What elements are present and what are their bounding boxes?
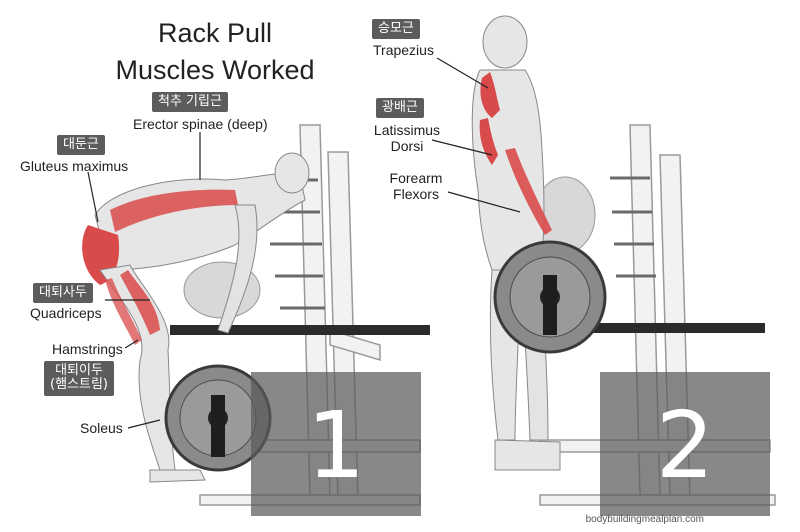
- label-latissimus-dorsi: Latissimus Dorsi: [372, 122, 442, 154]
- label-gluteus-maximus: Gluteus maximus: [20, 158, 129, 174]
- rack-pins-right: [610, 176, 656, 278]
- leader-lines: [87, 57, 521, 429]
- step-2-overlay: 2: [600, 372, 770, 516]
- step-1-number: 1: [306, 392, 366, 499]
- label-kr-biceps-line2: (햄스트림): [50, 377, 108, 393]
- weight-plate-left: [164, 364, 272, 472]
- label-latissimus-line1: Latissimus: [373, 122, 441, 138]
- chart-title-line1: Rack Pull: [157, 18, 273, 48]
- chart-title-line2: Muscles Worked: [115, 55, 315, 85]
- athlete-bent: [82, 152, 310, 483]
- label-kr-biceps-femoris: 대퇴이두 (햄스트림): [44, 361, 114, 396]
- label-trapezius: Trapezius: [373, 42, 434, 58]
- label-forearm-line1: Forearm: [389, 170, 443, 186]
- label-kr-erector: 척추 기립근: [152, 92, 228, 113]
- label-forearm-line2: Flexors: [393, 186, 439, 203]
- source-credit: bodybuildingmealplan.com: [585, 514, 704, 525]
- label-latissimus-line2: Dorsi: [390, 138, 424, 155]
- label-soleus: Soleus: [80, 420, 123, 436]
- label-kr-quadriceps: 대퇴사두: [33, 283, 93, 304]
- label-hamstrings: Hamstrings: [52, 341, 123, 357]
- label-forearm-flexors: Forearm Flexors: [383, 170, 449, 202]
- label-kr-biceps-line1: 대퇴이두: [55, 363, 103, 378]
- weight-plate-right: [493, 240, 607, 354]
- label-kr-latissimus: 광배근: [376, 98, 424, 119]
- bar-left: [170, 261, 430, 335]
- label-quadriceps: Quadriceps: [30, 305, 102, 321]
- label-erector-spinae: Erector spinae (deep): [133, 116, 268, 132]
- step-1-overlay: 1: [251, 372, 421, 516]
- label-kr-gluteus: 대둔근: [57, 135, 105, 156]
- label-kr-trapezius: 승모근: [372, 19, 420, 40]
- step-2-number: 2: [655, 392, 715, 499]
